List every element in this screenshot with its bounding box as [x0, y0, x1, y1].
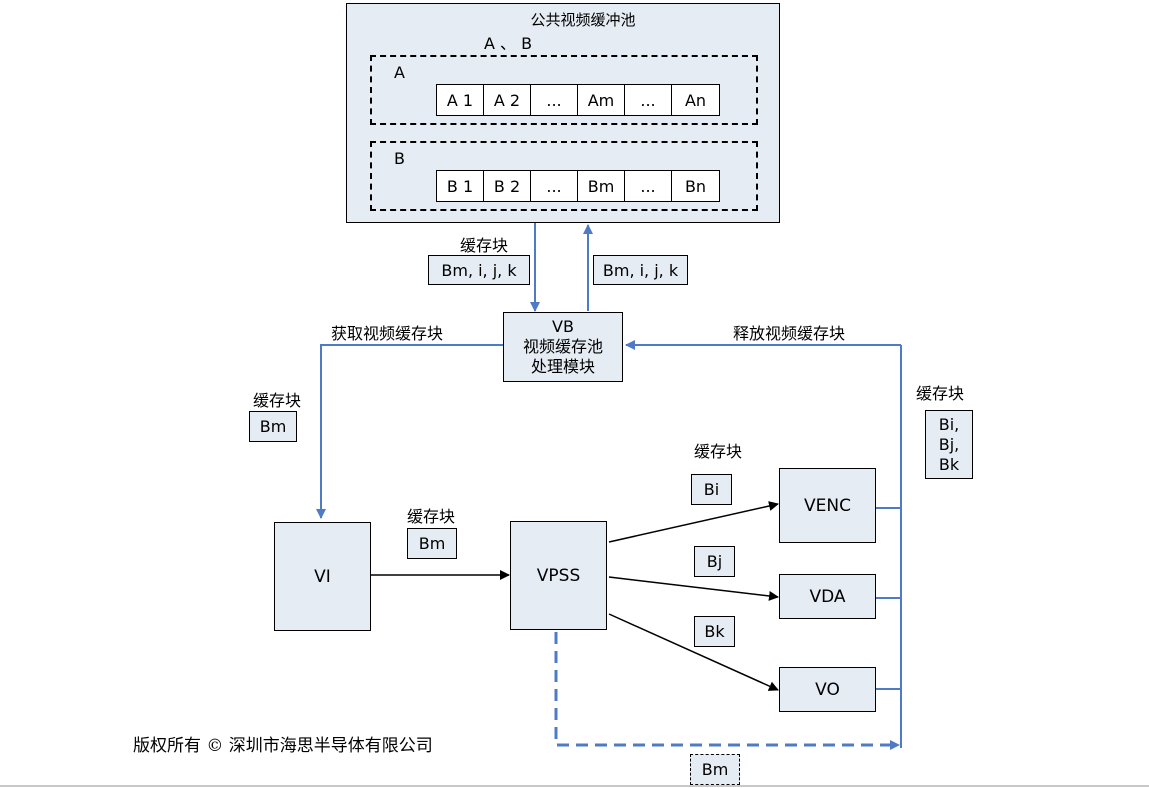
vb-line2: 视频缓存池: [522, 337, 603, 356]
release-label: 释放视频缓存块: [733, 324, 846, 343]
buffer-cell: An: [684, 90, 707, 110]
group-b-label: B: [394, 149, 405, 168]
vda-module: VDA: [779, 574, 876, 619]
vpss-to-vda-arrow: [608, 576, 779, 601]
right-tag: Bi, Bj, Bk: [925, 410, 973, 479]
venc-module: VENC: [779, 468, 876, 543]
vi-vpss-tag: Bm: [407, 528, 457, 559]
vi-vpss-caption: 缓存块: [407, 507, 456, 526]
buffer-cell: B 1: [437, 171, 484, 201]
up-tag: Bm, i, j, k: [593, 255, 688, 285]
down-tag: Bm, i, j, k: [428, 255, 530, 285]
left-caption: 缓存块: [253, 391, 302, 410]
vo-module: VO: [779, 667, 876, 712]
pool-subtitle: A 、 B: [484, 34, 533, 53]
tag-bi: Bi: [691, 474, 732, 505]
acquire-arrow: [316, 344, 503, 519]
buffer-cell: ...: [531, 85, 578, 115]
buffer-group-a: A A 1 A 2 ... Am ... An: [370, 55, 758, 125]
buffer-cell: ...: [531, 171, 578, 201]
vpss-to-vo-arrow: [608, 613, 779, 691]
pool-title: 公共视频缓冲池: [530, 11, 636, 29]
buffer-cell: A 2: [484, 85, 531, 115]
vpss-module: VPSS: [510, 521, 607, 630]
right-tag-line: Bk: [938, 454, 960, 474]
buffer-cell: ...: [625, 171, 672, 201]
tag-bk: Bk: [694, 616, 735, 647]
group-a-label: A: [394, 63, 405, 82]
vi-module: VI: [274, 522, 371, 631]
buffer-cell: Bm: [578, 171, 625, 201]
down-caption: 缓存块: [460, 236, 509, 255]
right-tag-line: Bj,: [938, 434, 960, 454]
tag-bj: Bj: [694, 546, 735, 577]
group-a-cells: A 1 A 2 ... Am ... An: [436, 84, 720, 116]
buffer-cell: ...: [625, 85, 672, 115]
buffer-cell: A 1: [437, 85, 484, 115]
group-b-cells: B 1 B 2 ... Bm ... Bn: [436, 170, 720, 202]
vb-line3: 处理模块: [530, 357, 595, 376]
buffer-cell: Am: [578, 85, 625, 115]
buffer-cell: B 2: [484, 171, 531, 201]
bottom-tag: Bm: [690, 754, 740, 785]
vpss-to-venc-arrow: [608, 501, 779, 543]
left-tag: Bm: [249, 411, 297, 442]
acquire-label: 获取视频缓存块: [331, 324, 444, 343]
vb-module: VB 视频缓存池 处理模块: [503, 312, 623, 382]
vpss-out-caption: 缓存块: [694, 442, 743, 461]
right-tag-line: Bi,: [938, 414, 960, 434]
buffer-group-b: B B 1 B 2 ... Bm ... Bn: [370, 141, 758, 211]
vb-line1: VB: [552, 317, 574, 336]
public-buffer-pool: 公共视频缓冲池 A 、 B A A 1 A 2 ... Am ... An B …: [346, 3, 780, 223]
copyright-text: 版权所有 © 深圳市海思半导体有限公司: [133, 736, 433, 756]
right-caption: 缓存块: [916, 384, 965, 403]
buffer-cell: Bn: [684, 176, 707, 196]
